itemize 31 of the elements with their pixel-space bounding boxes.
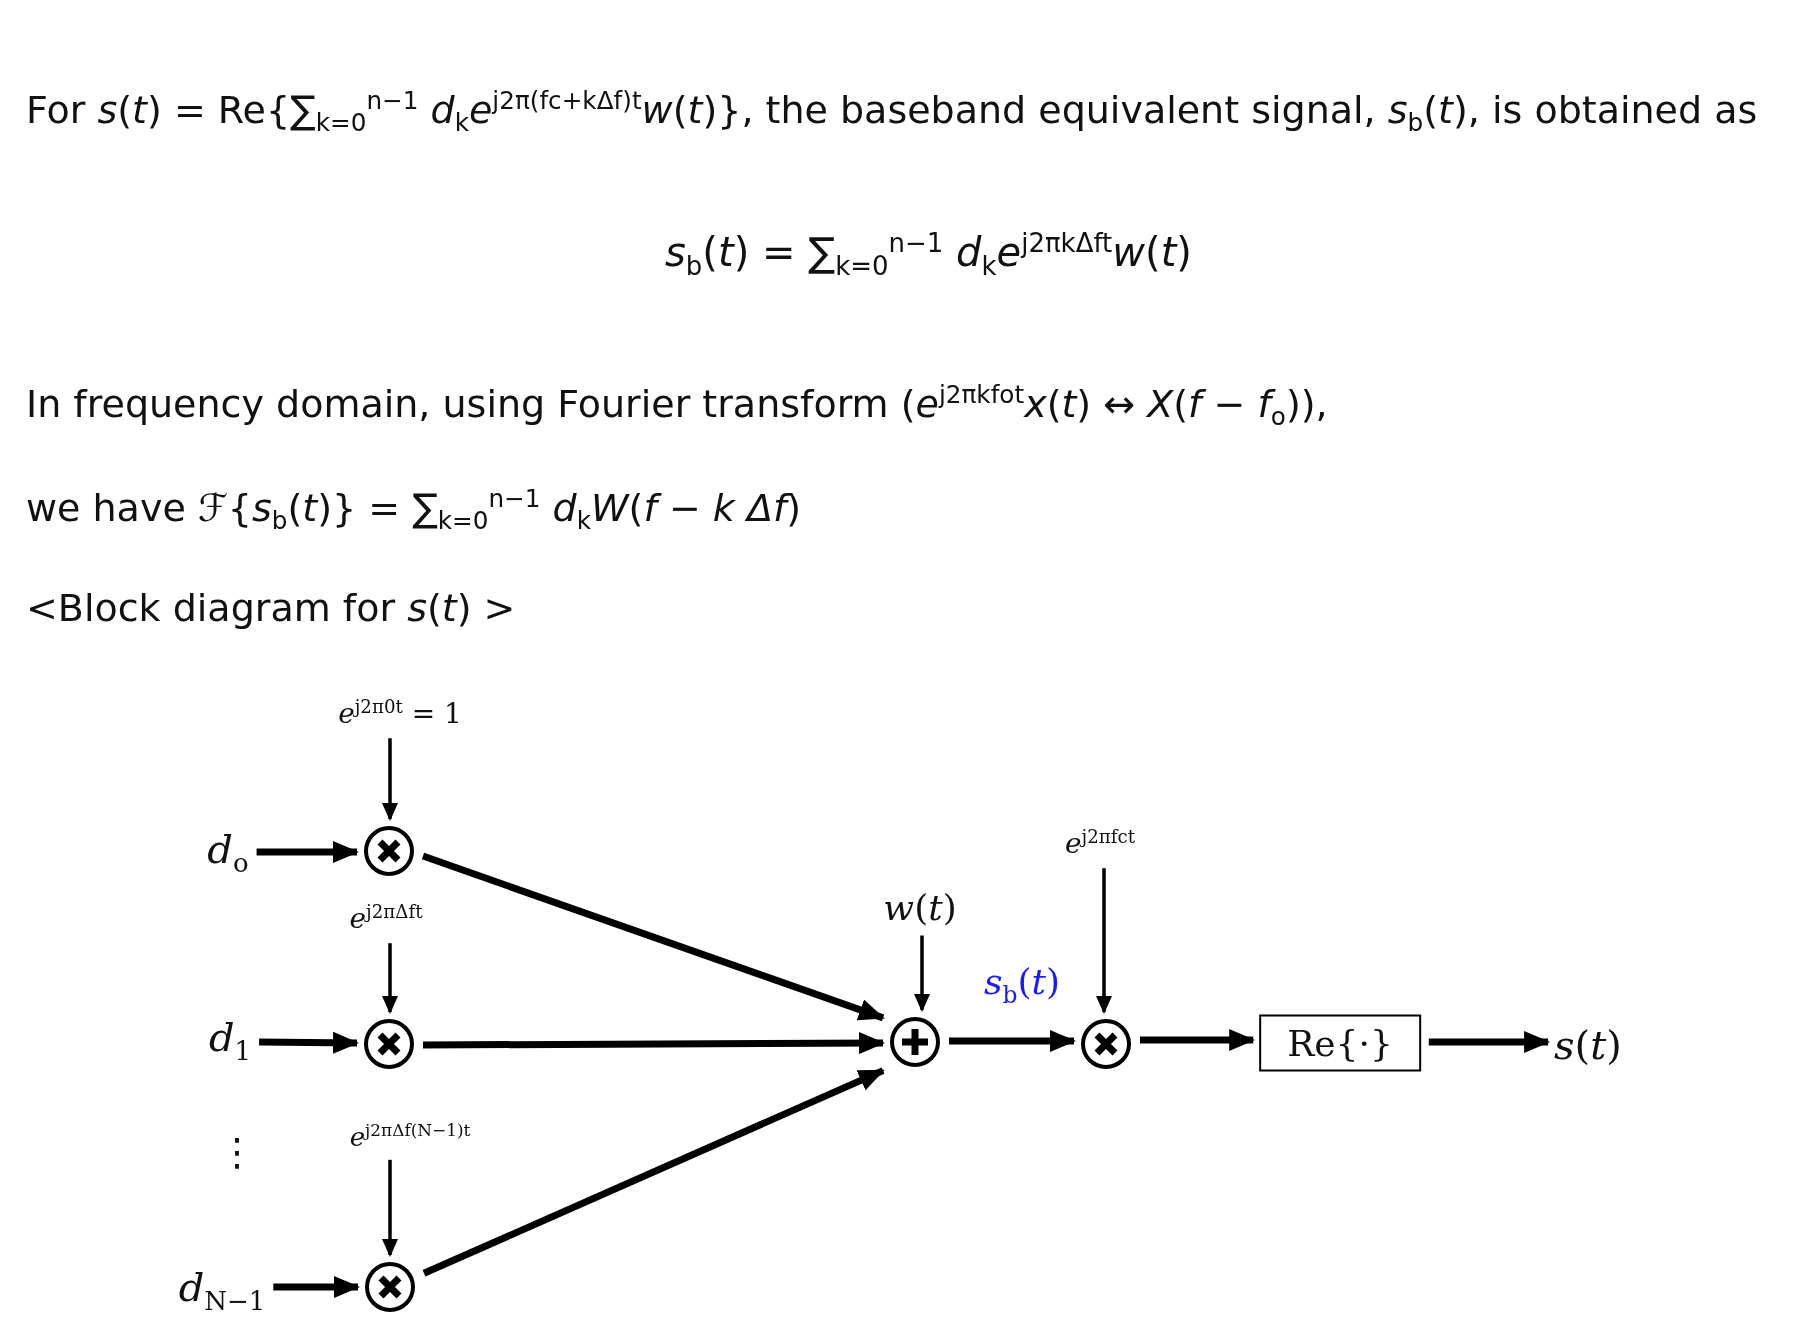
real-part-box: Re{·}	[1259, 1014, 1421, 1072]
arrow	[382, 1159, 398, 1257]
exponential-label: e$^{j2π0t}$ = 1	[338, 695, 462, 731]
input-symbol: d$_{N−1}$	[178, 1264, 266, 1316]
arrow	[1428, 1031, 1551, 1053]
input-symbol: d$_{o}$	[207, 826, 249, 878]
arrow	[914, 935, 930, 1012]
arrow	[382, 943, 398, 1014]
formula-text: In frequency domain, using Fourier transform (e$^{j2πkfot}$x(t) ↔ X(f − f$_{o}$)),	[26, 380, 1328, 432]
edge-label: s$_{b}$(t)	[984, 961, 1060, 1009]
arrow	[422, 1067, 885, 1277]
ellipsis-mark: ⋮	[218, 1130, 256, 1174]
arrow	[256, 841, 359, 863]
arrow	[382, 738, 398, 821]
window-label: w(t)	[883, 886, 957, 928]
adder-symbol	[889, 1016, 941, 1068]
formula-text: we have ℱ{s$_{b}$(t)} = ∑$_{k=0}$$^{n−1}$ d$_{k}$W(f − k Δf)	[26, 484, 802, 536]
caption-text: <Block diagram for s(t) >	[26, 586, 516, 630]
carrier-label: e$^{j2πfct}$	[1065, 825, 1135, 861]
exponential-label: e$^{j2πΔft}$	[349, 900, 423, 936]
input-symbol: d$_{1}$	[208, 1014, 252, 1066]
multiplier-symbol	[363, 1018, 415, 1070]
multiplier-symbol	[1080, 1018, 1132, 1070]
arrow	[1096, 868, 1112, 1014]
formula-text: s$_{b}$(t) = ∑$_{k=0}$$^{n−1}$ d$_{k}$e$^{j2πkΔft}$w(t)	[665, 228, 1192, 282]
multiplier-symbol	[364, 1261, 416, 1313]
output-symbol: s(t)	[1554, 1022, 1622, 1068]
arrow	[421, 852, 885, 1022]
exponential-label: e$^{j2πΔf(N−1)t}$	[349, 1120, 471, 1152]
multiplier-symbol	[363, 825, 415, 877]
formula-text: For s(t) = Re{∑$_{k=0}$$^{n−1}$ d$_{k}$e$^{j2π(fc+kΔf)t}$w(t)}, the baseband equivalent signal, s$_{b}$(t), is obtained as	[26, 86, 1758, 138]
